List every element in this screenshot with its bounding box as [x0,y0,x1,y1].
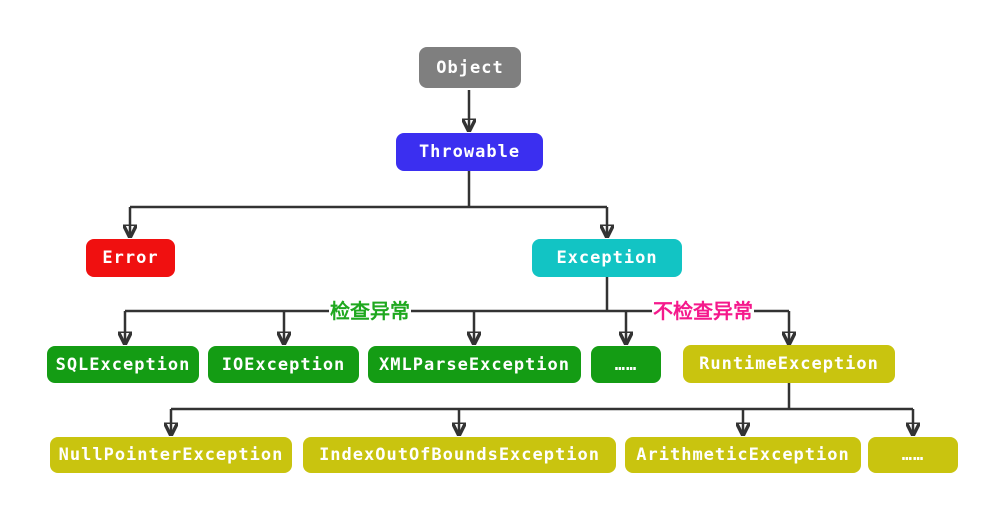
edge-runtime-spine [171,383,913,411]
node-arithmetic-exception: ArithmeticException [625,437,861,473]
node-throwable: Throwable [396,133,543,171]
node-xml-parse-exception: XMLParseException [368,346,581,383]
node-runtime-exception: RuntimeException [683,345,895,383]
node-io-exception: IOException [208,346,359,383]
node-runtime-ellipsis: …… [868,437,958,473]
node-exception: Exception [532,239,682,277]
node-null-pointer-exception: NullPointerException [50,437,292,473]
node-error: Error [86,239,175,277]
node-index-out-of-bounds-exception: IndexOutOfBoundsException [303,437,616,473]
node-checked-ellipsis: …… [591,346,661,383]
edge-throwable-spine [130,171,607,209]
annotation-unchecked-exceptions: 不检查异常 [652,298,754,324]
node-object: Object [419,47,521,88]
node-sql-exception: SQLException [47,346,199,383]
annotation-checked-exceptions: 检查异常 [329,298,411,324]
